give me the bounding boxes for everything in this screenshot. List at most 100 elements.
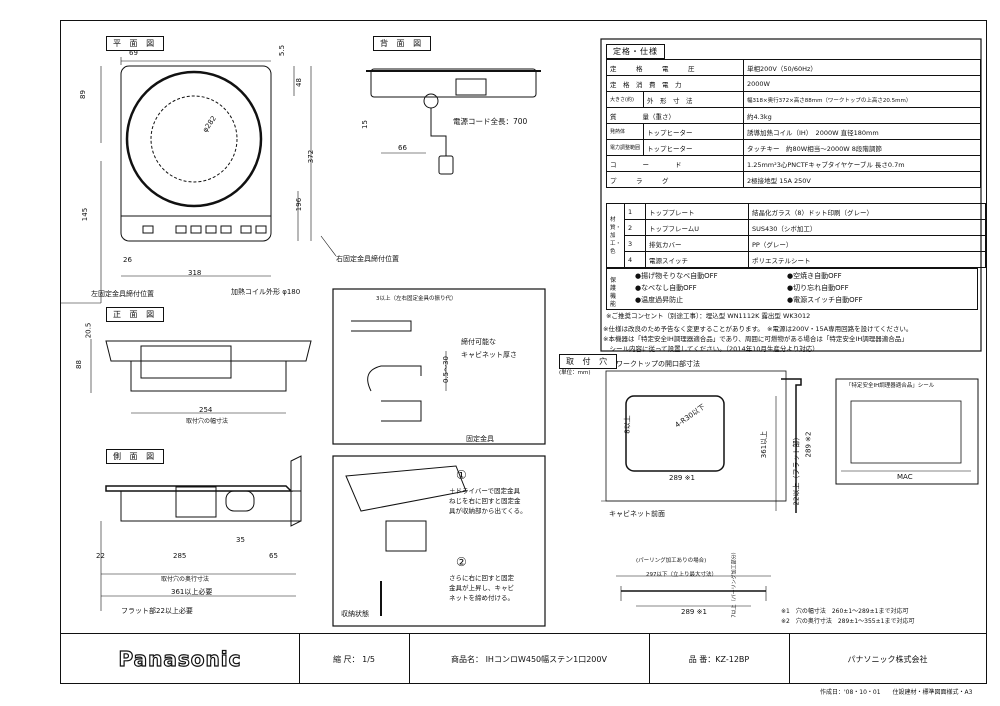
hole-cabinet-front: キャビネット前面 bbox=[609, 510, 665, 518]
packing-dim-297: 297以下（立上り最大寸法） bbox=[646, 572, 717, 578]
detail-step1-no: ① bbox=[456, 468, 467, 482]
side-dim-35: 35 bbox=[236, 536, 245, 544]
side-fan bbox=[225, 490, 255, 512]
detail-step2-no: ② bbox=[456, 555, 467, 569]
seal-diagram bbox=[850, 400, 962, 464]
side-dim-361: 361以上必要 bbox=[171, 588, 213, 596]
plan-key bbox=[175, 225, 187, 234]
detail-bracket bbox=[381, 400, 422, 422]
detail-clamp bbox=[385, 520, 427, 552]
front-body bbox=[130, 360, 287, 392]
drawing-sheet: 平 面 図 背 面 図 正 面 図 側 面 図 取 付 穴 定格・仕様 bbox=[60, 20, 987, 684]
back-cord-bushing bbox=[423, 93, 439, 109]
model-cell: 品 番：KZ-12BP bbox=[649, 634, 790, 684]
packing-dim-7: 7以上（パーリング加工部分） bbox=[731, 549, 738, 618]
front-dim-20.5: 20.5 bbox=[84, 322, 93, 339]
plan-view-label: 平 面 図 bbox=[106, 36, 165, 51]
hole-dim-289: 289 ※1 bbox=[669, 474, 695, 482]
front-vent bbox=[140, 345, 232, 379]
detail-cabinet: キャビネット厚さ bbox=[461, 351, 517, 359]
hole-dim-22: 22以上（フラット部） bbox=[792, 433, 801, 506]
spec-note: ※仕様は改良のため予告なく変更することがあります。 ※電源は200V・15A専用… bbox=[603, 325, 913, 333]
seal-title: 「特定安全IH調理器適合品」シール bbox=[846, 383, 935, 389]
spec-box bbox=[600, 38, 982, 352]
side-hole-depth: 取付穴の奥行寸法 bbox=[161, 576, 210, 583]
side-bracket bbox=[175, 486, 217, 518]
back-view-label: 背 面 図 bbox=[373, 36, 432, 51]
seal-mac: MAC bbox=[897, 473, 913, 481]
footer-date: 作成日：'08・10・01 住設建材・標準図面様式・A3 bbox=[820, 689, 973, 696]
plan-right-fix: 右固定金具締付位置 bbox=[336, 255, 399, 263]
hole-opening bbox=[625, 395, 725, 472]
plan-dim-372: 372 bbox=[307, 149, 316, 164]
company-cell: パナソニック株式会社 bbox=[847, 654, 928, 664]
back-dim-15: 15 bbox=[360, 120, 369, 129]
plan-dim-48: 48 bbox=[294, 78, 303, 87]
front-dim-88: 88 bbox=[74, 360, 83, 369]
detail-box-bottom bbox=[332, 455, 546, 627]
spec-title-label: 定格・仕様 bbox=[606, 44, 665, 59]
safety-item: ●揚げ物そりなべ自動OFF bbox=[635, 272, 718, 280]
safety-box: 保護機能 ●揚げ物そりなべ自動OFF ●空焼き自動OFF ●なべなし自動OFF … bbox=[606, 268, 978, 310]
plan-coil-note: 加熱コイル外形 φ180 bbox=[231, 288, 301, 296]
brand-cell: Panasonic bbox=[61, 634, 300, 684]
hole-view-label: 取 付 穴 bbox=[559, 354, 618, 369]
detail-step1: ＋ドライバーで固定金具 ねじを右に回すと固定金 具が収納部から出てくる。 bbox=[449, 487, 527, 515]
side-wall bbox=[290, 455, 302, 527]
back-terminal bbox=[455, 78, 487, 96]
side-dim-285: 285 bbox=[173, 552, 187, 560]
front-view-label: 正 面 図 bbox=[106, 307, 165, 322]
detail-step2: さらに右に回すと固定 金具が上昇し、キャビ ネットを締め付ける。 bbox=[449, 574, 514, 602]
plan-dim-69: 69 bbox=[129, 49, 138, 57]
plan-outline bbox=[120, 65, 272, 242]
back-dim-66: 66 bbox=[398, 144, 407, 152]
hole-area bbox=[605, 370, 787, 502]
plan-dim-26: 26 bbox=[123, 256, 132, 264]
side-dim-22: 22 bbox=[96, 552, 105, 560]
plan-left-fix: 左固定金具締付位置 bbox=[91, 290, 154, 298]
back-plug bbox=[438, 155, 454, 175]
drawing-lines bbox=[61, 38, 982, 627]
safety-item: ●温度過昇防止 bbox=[635, 296, 684, 304]
back-cord bbox=[430, 108, 447, 156]
hole-section-wall bbox=[781, 378, 802, 513]
back-outline bbox=[370, 68, 537, 98]
plan-key bbox=[220, 225, 232, 234]
safety-item: ●なべなし自動OFF bbox=[635, 284, 697, 292]
packing-dim-289: 289 ※1 bbox=[681, 608, 707, 616]
hole-footnote: ※2 穴の奥行寸法 289±1〜355±1まで対応可 bbox=[781, 618, 915, 625]
detail-stored: 収納状態 bbox=[341, 610, 369, 618]
side-dim-65: 65 bbox=[269, 552, 278, 560]
plan-key bbox=[255, 225, 267, 234]
detail-gap: 3以上（左右固定金具の振り代） bbox=[376, 296, 457, 302]
front-hole-width: 取付穴の幅寸法 bbox=[186, 418, 229, 425]
side-view-label: 側 面 図 bbox=[106, 449, 165, 464]
scale-cell: 縮 尺： 1/5 bbox=[299, 634, 410, 684]
plan-dim-5.5: 5.5 bbox=[278, 44, 287, 57]
plan-dim-318: 318 bbox=[188, 269, 202, 277]
seal-box bbox=[835, 378, 979, 485]
detail-top-plate bbox=[351, 320, 412, 332]
back-cord-length: 電源コード全長：700 bbox=[453, 117, 528, 126]
product-cell: 商品名： IHコンロW450幅ステン1口200V bbox=[409, 634, 650, 684]
hole-footnote: ※1 穴の幅寸法 260±1〜289±1まで対応可 bbox=[781, 608, 909, 615]
safety-item: ●電源スイッチ自動OFF bbox=[787, 296, 863, 304]
detail-box-top bbox=[332, 288, 546, 445]
plan-dim-89: 89 bbox=[78, 90, 87, 99]
spec-note: ※本機器は「特定安全IH調理器適合品」であり、周囲に可燃物がある場合は「特定安全… bbox=[603, 335, 908, 343]
side-flat-note: フラット部22以上必要 bbox=[121, 607, 193, 615]
plan-dim-196: 196 bbox=[295, 197, 304, 212]
safety-item: ●空焼き自動OFF bbox=[787, 272, 842, 280]
panasonic-logo: Panasonic bbox=[118, 646, 242, 671]
plan-key bbox=[240, 225, 252, 234]
hole-title: ワークトップの開口部寸法 bbox=[616, 360, 700, 368]
plan-key bbox=[190, 225, 202, 234]
hole-dim-8: 8以上 bbox=[623, 415, 632, 434]
plan-dim-145: 145 bbox=[81, 207, 90, 222]
title-block: Panasonic 縮 尺： 1/5 商品名： IHコンロW450幅ステン1口2… bbox=[61, 633, 986, 684]
plan-key bbox=[205, 225, 217, 234]
spec-note: シール内容に従って設置してください。（2014年10月生産分より対応） bbox=[603, 345, 819, 353]
outlet-note: ※ご推奨コンセント（別途工事）：埋込型 WN1112K 露出型 WK3012 bbox=[606, 312, 811, 320]
